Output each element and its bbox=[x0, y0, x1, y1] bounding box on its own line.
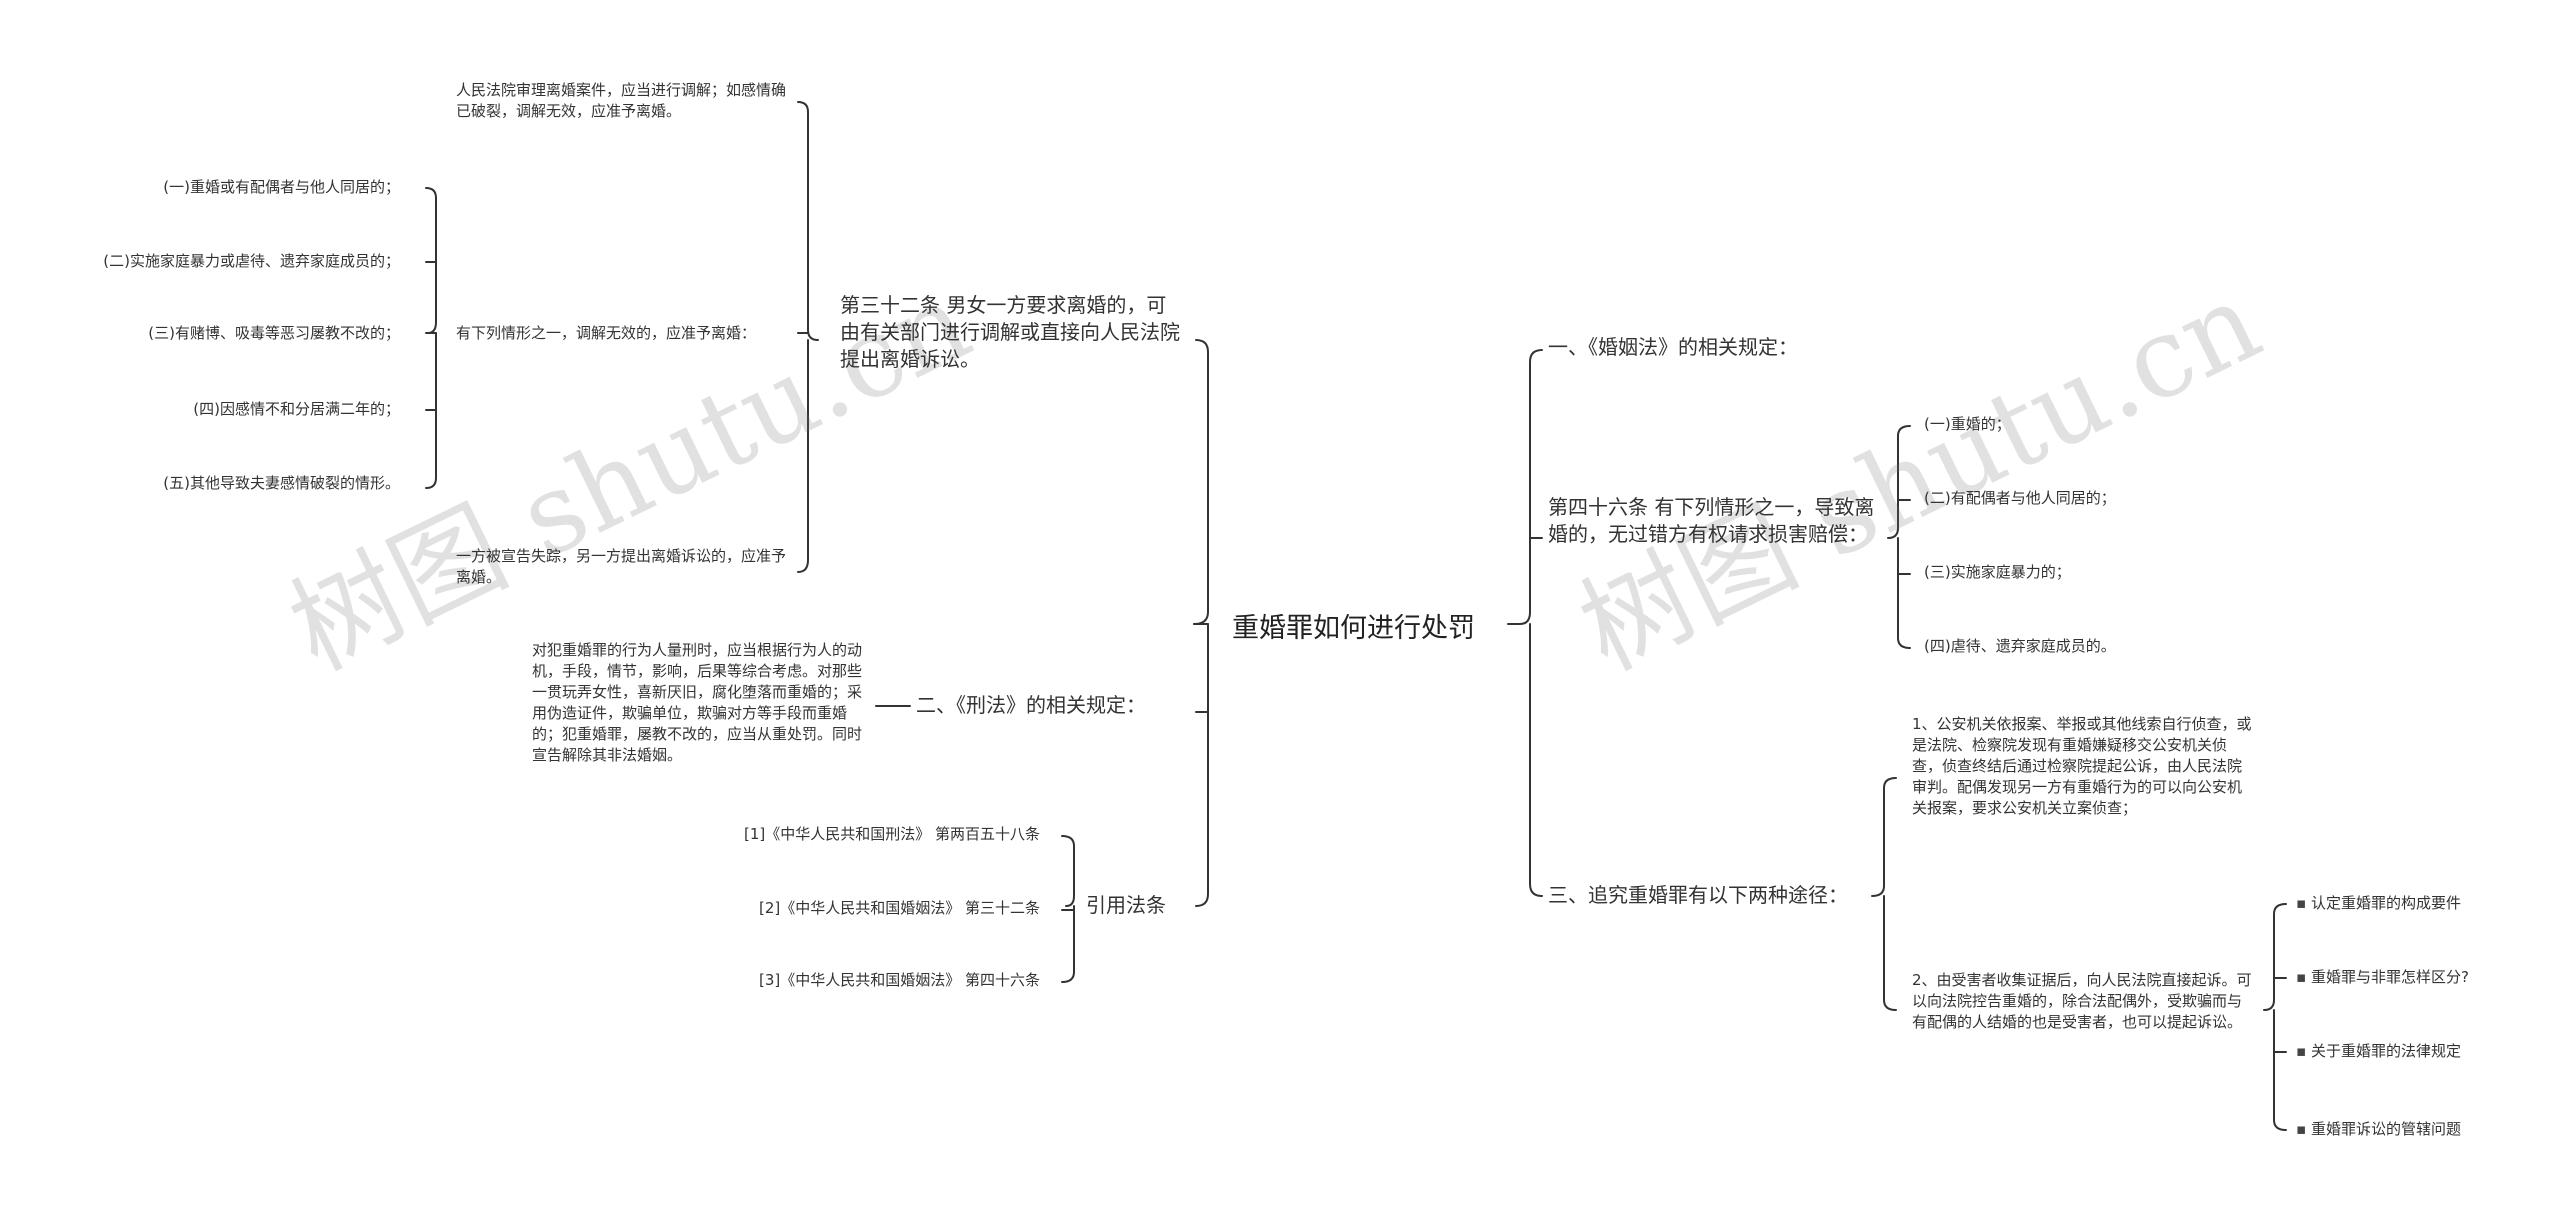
divorce-condition-item[interactable]: (四)因感情不和分居满二年的； bbox=[193, 400, 400, 418]
criminal-law-node[interactable]: 二、《刑法》的相关规定： bbox=[916, 693, 1146, 717]
cited-law-item[interactable]: [3]《中华人民共和国婚姻法》 第四十六条 bbox=[758, 971, 1040, 989]
marriage-law-node[interactable]: 一、《婚姻法》的相关规定： bbox=[1548, 335, 1798, 359]
related-link[interactable]: 重婚罪与非罪怎样区分? bbox=[2296, 967, 2469, 988]
related-link-label[interactable]: 重婚罪诉讼的管辖问题 bbox=[2310, 1120, 2461, 1138]
related-link[interactable]: 重婚罪诉讼的管辖问题 bbox=[2296, 1119, 2461, 1140]
related-link[interactable]: 认定重婚罪的构成要件 bbox=[2296, 893, 2461, 914]
related-link[interactable]: 关于重婚罪的法律规定 bbox=[2296, 1041, 2461, 1062]
compensation-condition-item[interactable]: (三)实施家庭暴力的； bbox=[1924, 563, 2071, 581]
prosecution-ways-node[interactable]: 三、追究重婚罪有以下两种途径： bbox=[1548, 883, 1848, 907]
divorce-condition-item[interactable]: (二)实施家庭暴力或虐待、遗弃家庭成员的； bbox=[103, 252, 400, 270]
prosecution-way-1-text[interactable]: 1、公安机关依报案、举报或其他线索自行侦查，或是法院、检察院发现有重婚嫌疑移交公… bbox=[1912, 715, 2252, 817]
divorce-condition-item[interactable]: (五)其他导致夫妻感情破裂的情形。 bbox=[163, 474, 400, 492]
article-32-node[interactable]: 第三十二条 男女一方要求离婚的，可由有关部门进行调解或直接向人民法院提出离婚诉讼… bbox=[840, 293, 1180, 371]
compensation-condition-item[interactable]: (一)重婚的； bbox=[1924, 415, 2011, 433]
criminal-law-text[interactable]: 对犯重婚罪的行为人量刑时，应当根据行为人的动机，手段，情节，影响，后果等综合考虑… bbox=[532, 641, 863, 764]
related-link-label[interactable]: 关于重婚罪的法律规定 bbox=[2310, 1042, 2461, 1060]
related-link-label[interactable]: 重婚罪与非罪怎样区分? bbox=[2310, 968, 2469, 986]
cited-laws-node[interactable]: 引用法条 bbox=[1086, 893, 1166, 917]
cited-law-item[interactable]: [2]《中华人民共和国婚姻法》 第三十二条 bbox=[758, 899, 1040, 917]
divorce-condition-item[interactable]: (三)有赌博、吸毒等恶习屡教不改的； bbox=[148, 324, 400, 342]
article-32-conditions-node[interactable]: 有下列情形之一，调解无效的，应准予离婚： bbox=[456, 324, 757, 342]
divorce-condition-item[interactable]: (一)重婚或有配偶者与他人同居的； bbox=[163, 178, 400, 196]
article-46-node[interactable]: 第四十六条 有下列情形之一，导致离婚的，无过错方有权请求损害赔偿： bbox=[1548, 495, 1875, 546]
root-topic[interactable]: 重婚罪如何进行处罚 bbox=[1232, 613, 1475, 644]
cited-law-item[interactable]: [1]《中华人民共和国刑法》 第两百五十八条 bbox=[743, 825, 1040, 843]
article-32-disappearance-text[interactable]: 一方被宣告失踪，另一方提出离婚诉讼的，应准予离婚。 bbox=[456, 547, 787, 586]
compensation-condition-item[interactable]: (四)虐待、遗弃家庭成员的。 bbox=[1924, 637, 2116, 655]
article-32-mediation-text[interactable]: 人民法院审理离婚案件，应当进行调解；如感情确已破裂，调解无效，应准予离婚。 bbox=[456, 81, 787, 120]
prosecution-way-2-text[interactable]: 2、由受害者收集证据后，向人民法院直接起诉。可以向法院控告重婚的，除合法配偶外，… bbox=[1912, 971, 2252, 1031]
related-link-label[interactable]: 认定重婚罪的构成要件 bbox=[2310, 894, 2461, 912]
compensation-condition-item[interactable]: (二)有配偶者与他人同居的； bbox=[1924, 489, 2116, 507]
